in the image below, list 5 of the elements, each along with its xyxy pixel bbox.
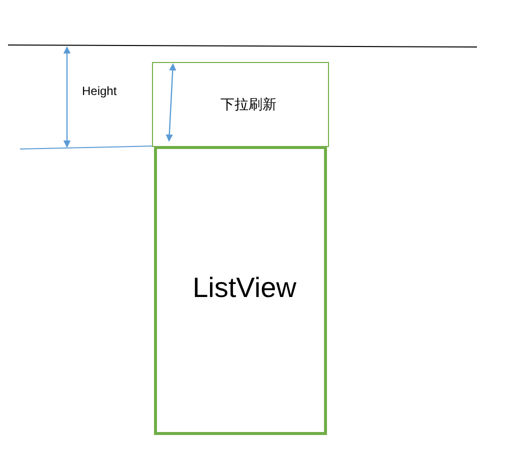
box-label: 下拉刷新 [220, 96, 276, 114]
header-box [152, 62, 329, 147]
list-box [154, 146, 327, 435]
dimension-label: Height [82, 84, 117, 98]
box-label: ListView [192, 272, 296, 304]
